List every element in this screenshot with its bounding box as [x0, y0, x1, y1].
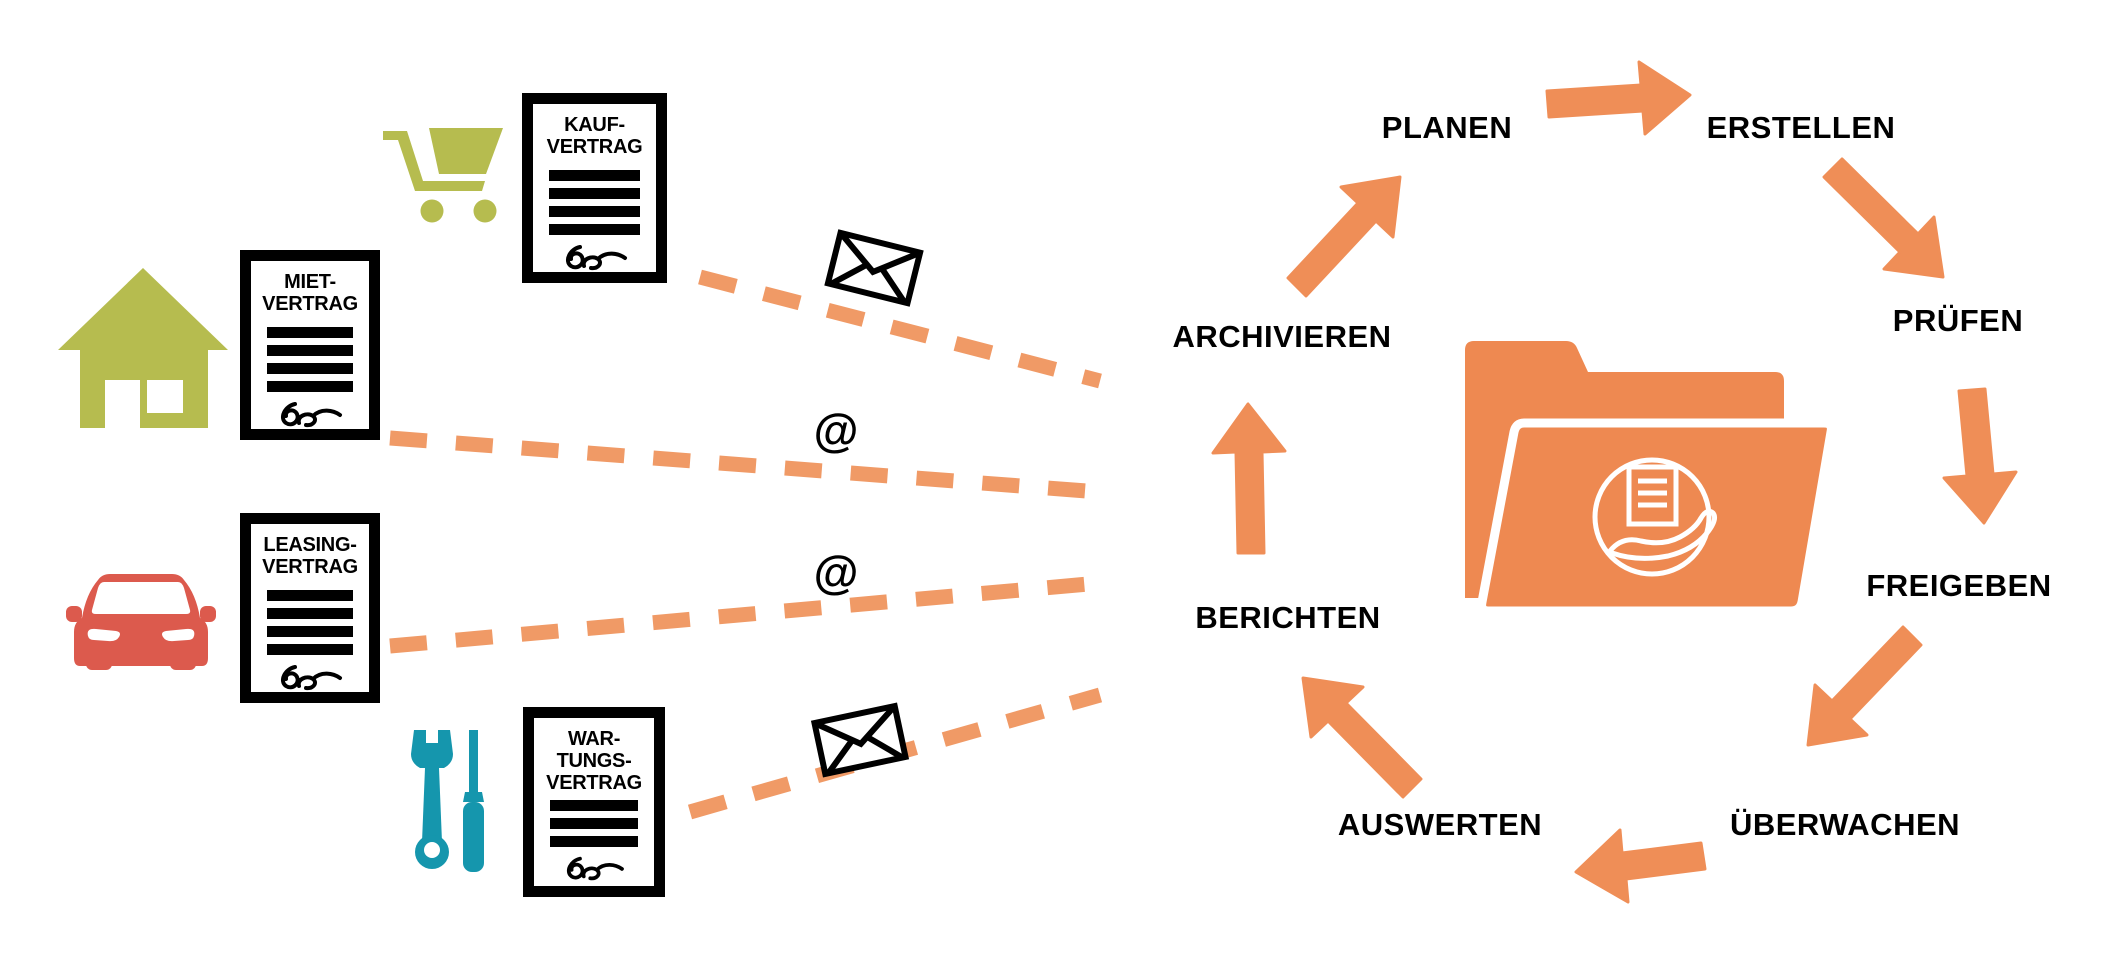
folder-emblem-circle [1592, 457, 1712, 577]
contract-title: MIET- VERTRAG [262, 271, 358, 315]
emblem-document-lines [1638, 478, 1667, 508]
emblem-document [1626, 464, 1679, 527]
arrow-pruefen-to-freigeben [1942, 387, 2018, 525]
signature-icon [281, 665, 342, 691]
arrow-planen-to-erstellen [1545, 60, 1692, 136]
dashed-connector-miet [389, 430, 1101, 500]
document-text-bars [549, 170, 640, 235]
arrow-freigeben-to-ueberwachen [1806, 625, 1923, 747]
cycle-step-freigeben: FREIGEBEN [1866, 568, 2052, 603]
contract-title: KAUF- VERTRAG [546, 114, 643, 158]
dashed-connectors [389, 269, 1103, 820]
tools-icon [410, 730, 495, 875]
cycle-step-erstellen: ERSTELLEN [1706, 110, 1896, 145]
signature-icon [566, 856, 624, 881]
house-icon [58, 268, 228, 428]
dashed-connector-kauf [698, 269, 1102, 389]
arrow-erstellen-to-pruefen [1822, 157, 1945, 279]
arrow-ueberwachen-to-auswerten [1574, 828, 1707, 904]
contract-card-mietvertrag: MIET- VERTRAG [240, 250, 380, 440]
arrow-auswerten-to-berichten [1301, 676, 1423, 799]
envelope-icon [810, 702, 910, 778]
arrow-archivieren-to-planen [1286, 175, 1402, 298]
cycle-step-planen: PLANEN [1381, 110, 1513, 145]
contract-title: LEASING- VERTRAG [262, 534, 358, 578]
shopping-cart-icon [383, 128, 503, 223]
cycle-step-berichten: BERICHTEN [1195, 600, 1381, 635]
document-text-bars [267, 590, 353, 655]
envelope-icon [824, 229, 924, 307]
contract-card-leasingvertrag: LEASING- VERTRAG [240, 513, 380, 703]
cycle-step-pruefen: PRÜFEN [1892, 303, 2024, 338]
signature-icon [281, 402, 342, 428]
folder-front [1477, 418, 1836, 616]
at-sign-icon: @ [813, 546, 859, 598]
car-icon [66, 566, 216, 670]
contract-title: WAR- TUNGS- VERTRAG [546, 728, 642, 794]
cycle-arrows [1211, 60, 2018, 904]
dashed-connector-leasing [389, 575, 1101, 654]
arrow-berichten-to-archivieren [1211, 402, 1287, 555]
signature-icon [565, 245, 627, 271]
cycle-step-archivieren: ARCHIVIEREN [1172, 319, 1392, 354]
contract-card-kaufvertrag: KAUF- VERTRAG [522, 93, 667, 283]
document-text-bars [267, 327, 353, 392]
cycle-step-auswerten: AUSWERTEN [1337, 807, 1543, 842]
emblem-hand [1607, 508, 1717, 561]
contract-card-wartungsvertrag: WAR- TUNGS- VERTRAG [523, 707, 665, 897]
cycle-step-ueberwachen: ÜBERWACHEN [1729, 807, 1961, 842]
folder-with-document-hand-icon [1465, 341, 1836, 616]
at-sign-icon: @ [813, 404, 859, 456]
document-text-bars [550, 800, 638, 847]
